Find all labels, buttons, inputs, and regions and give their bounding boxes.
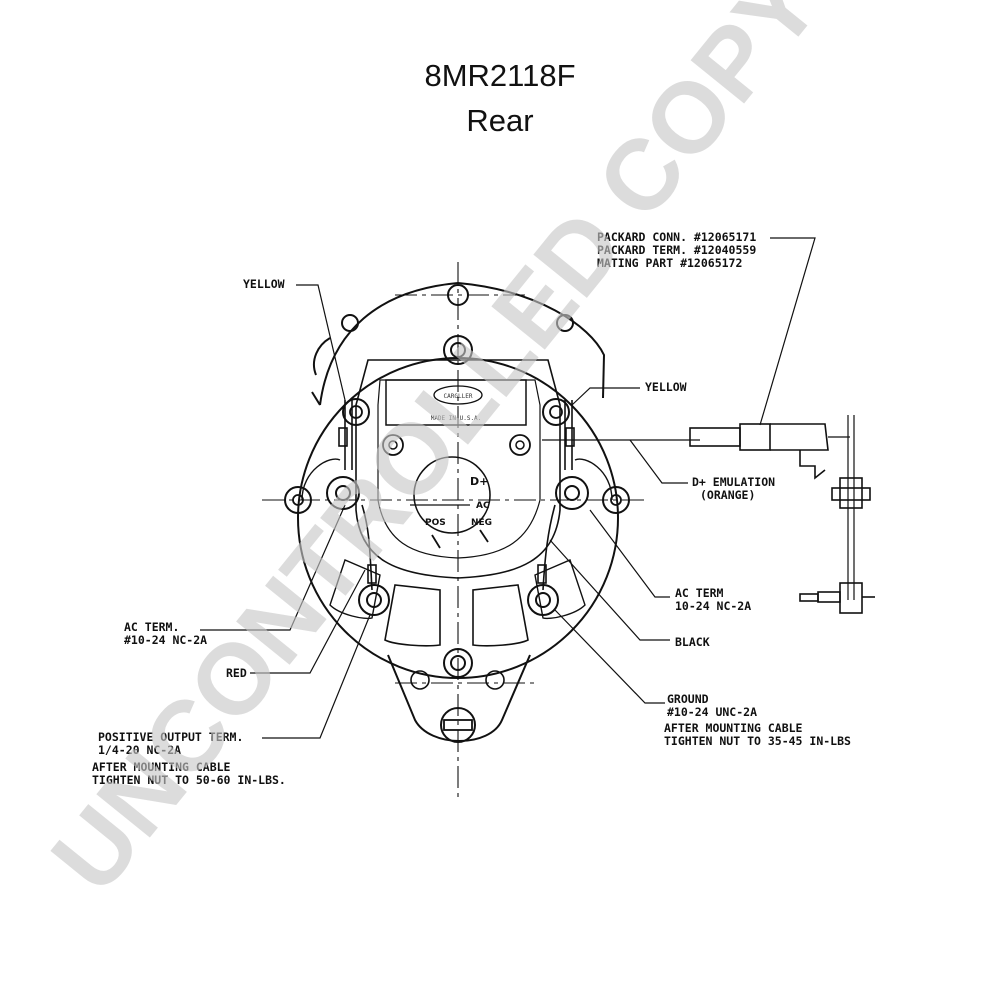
leader-positive-output [262,614,371,739]
bolt-right [602,486,630,514]
leader-d-emulation [629,439,688,484]
label-tighten-left: TIGHTEN NUT TO 50-60 IN-LBS. [92,773,286,787]
label-ac-term-right: AC TERM [675,586,724,600]
label-yellow-left: YELLOW [243,277,285,291]
leader-ac-term-right [589,509,670,598]
d-plus-tag: D+ [470,475,488,488]
leader-lines [200,237,816,739]
label-positive-spec: 1/4-20 NC-2A [98,743,181,757]
internal-wiring [338,400,700,591]
view-subtitle: Rear [466,103,534,138]
label-ground-spec: #10-24 UNC-2A [667,705,757,719]
ac-terminal-right-bolt [555,476,589,510]
label-after-mounting-left: AFTER MOUNTING CABLE [92,760,231,774]
nameplate-text: MADE IN U.S.A. [431,415,482,422]
leader-red [250,569,366,674]
label-ac-term-left: AC TERM. [124,620,179,634]
bolt-mid-left [382,434,404,456]
label-packard-term: PACKARD TERM. #12040559 [597,243,756,257]
label-mating-part: MATING PART #12065172 [597,256,742,270]
bolt-bottom-left [410,670,430,690]
bolt-left-ear [341,314,359,332]
packard-connector [689,423,850,480]
neg-tag: NEG [471,518,492,528]
label-positive-output: POSITIVE OUTPUT TERM. [98,730,243,744]
bolt-bottom-center [443,648,473,678]
center-lines [262,262,645,800]
red-wire [361,504,373,591]
terminal-stud-upper [831,415,871,600]
bolt-bottom-right [485,670,505,690]
label-ac-term-left-spec: #10-24 NC-2A [124,633,207,647]
wire-crimp-left [338,427,348,447]
bolt-left [284,486,312,514]
label-ground: GROUND [667,692,709,706]
nameplate: CARGLLER MADE IN U.S.A. [385,379,527,426]
pos-tag: POS [425,518,446,528]
label-packard-conn: PACKARD CONN. #12065171 [597,230,756,244]
leader-black [549,539,670,641]
ac-tag: AC [476,501,490,511]
yellow-wire-right [564,400,573,470]
label-black: BLACK [675,635,710,649]
leader-ground [554,609,665,704]
leader-ac-term-left [200,504,346,631]
bolt-right-ear [556,314,574,332]
label-yellow-right: YELLOW [645,380,687,394]
uncontrolled-copy-watermark: UNCONTROLLED COPY [30,0,841,913]
label-orange: (ORANGE) [700,488,755,502]
brand-logo [433,385,483,405]
black-wire [542,504,556,591]
yellow-wire-left [344,400,353,470]
label-red: RED [226,666,247,680]
bolt-upper-right [542,398,570,426]
leader-yellow-left [296,284,346,401]
label-d-emulation: D+ EMULATION [692,475,775,489]
bolt-upper-left [342,398,370,426]
bolt-mid-right [509,434,531,456]
wire-crimp-right [565,427,575,447]
bolt-upper-center [443,335,473,365]
label-ac-term-right-spec: 10-24 NC-2A [675,599,751,613]
label-tighten-right: TIGHTEN NUT TO 35-45 IN-LBS [664,734,851,748]
leader-yellow-right [571,387,640,406]
callouts: YELLOW YELLOW PACKARD CONN. #12065171 PA… [92,230,851,787]
lower-mount-hole [440,707,476,743]
brand-logo-text: CARGLLER [444,393,473,400]
bolt-top [447,284,469,306]
part-number-title: 8MR2118F [424,58,576,93]
label-after-mounting-right: AFTER MOUNTING CABLE [664,721,803,735]
leader-packard [759,237,816,426]
terminal-stud-lower [799,582,875,614]
positive-output-bolt [358,584,390,616]
